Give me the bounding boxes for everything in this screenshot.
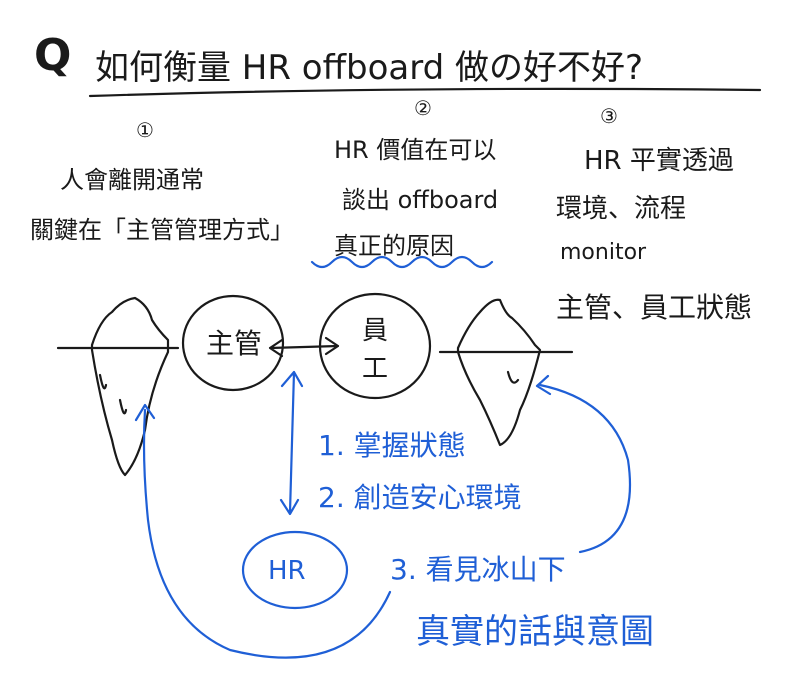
manager-circle [181, 294, 285, 392]
arrow-hr-left-iceberg [134, 403, 392, 659]
point1-line2: 關鍵在「主管管理方式」 [30, 216, 294, 244]
action-2: 2. 創造安心環境 [318, 481, 522, 514]
point3-line2: 環境、流程 [556, 194, 687, 224]
double-arrow-manager-hr [279, 370, 304, 516]
arrow-manager-employee [268, 336, 340, 358]
point2-line1: HR 價值在可以 [334, 136, 497, 164]
point1-number: ① [136, 118, 154, 142]
wavy-underline [310, 255, 494, 269]
arrow-right-iceberg [535, 374, 632, 554]
point3-number: ③ [600, 104, 618, 128]
point2-line3: 真正的原因 [334, 232, 454, 260]
employee-label-bottom: 工 [362, 354, 389, 384]
title-underline [88, 87, 762, 98]
point3-line3: monitor [560, 240, 647, 265]
point2-number: ② [414, 96, 432, 120]
action-3: 3. 看見冰山下 [390, 553, 566, 586]
point3-line4: 主管、員工狀態 [556, 291, 753, 324]
employee-label-top: 員 [362, 316, 389, 346]
hr-label: HR [268, 556, 306, 586]
right-iceberg [438, 298, 574, 447]
page-title: 如何衡量 HR offboard 做の好不好? [95, 48, 644, 88]
left-iceberg [56, 296, 180, 477]
action-3-continued: 真實的話與意圖 [416, 612, 654, 652]
point2-line2: 談出 offboard [342, 186, 499, 214]
hr-circle [241, 530, 349, 610]
question-mark-icon: Q [34, 30, 72, 81]
point1-line1: 人會離開通常 [60, 166, 204, 194]
manager-label: 主管 [206, 327, 263, 360]
point3-line1: HR 平實透過 [584, 146, 734, 176]
action-1: 1. 掌握狀態 [318, 429, 466, 462]
